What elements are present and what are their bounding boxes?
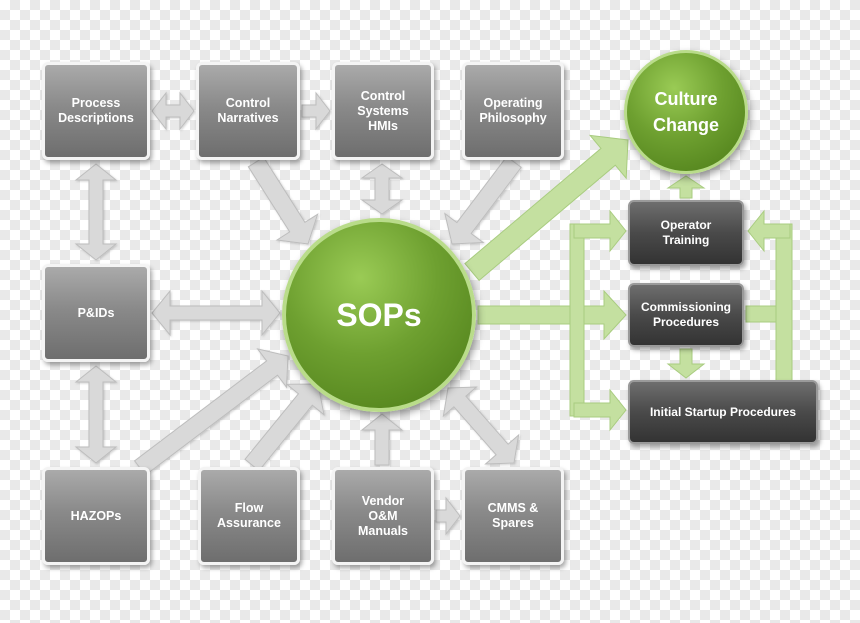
culture-change-circle: Culture Change [624, 50, 748, 174]
bracket-left-vertical [569, 223, 585, 417]
arrow-hazops-to-sops [133, 348, 289, 476]
arrow-bracket-to-startup [573, 388, 627, 432]
arrow-process-pids-bidirectional [74, 163, 118, 261]
control-narratives-box: Control Narratives [196, 62, 300, 160]
arrow-bracket-to-training [573, 209, 627, 253]
sops-hub: SOPs [282, 218, 476, 412]
bracket-right-vertical [775, 223, 793, 383]
arrow-control-narratives-to-hmis [301, 91, 331, 131]
operating-philosophy-box: Operating Philosophy [462, 62, 564, 160]
process-descriptions-box: Process Descriptions [42, 62, 150, 160]
flow-assurance-box: Flow Assurance [198, 467, 300, 565]
arrow-flow-assurance-to-sops [244, 383, 325, 472]
arrow-process-control-bidirectional [151, 91, 195, 131]
arrow-pids-sops-bidirectional [151, 289, 281, 337]
arrow-sops-cmms-bidirectional [442, 386, 520, 465]
commissioning-procedures-box: Commissioning Procedures [628, 283, 744, 347]
operator-training-box: Operator Training [628, 200, 744, 266]
arrow-training-to-culture [666, 175, 706, 199]
arrow-vendor-manuals-to-sops [360, 413, 404, 466]
arrow-bracket-right-to-training [747, 209, 791, 253]
pids-box: P&IDs [42, 264, 150, 362]
cmms-spares-box: CMMS & Spares [462, 467, 564, 565]
hazops-box: HAZOPs [42, 467, 150, 565]
arrow-commissioning-to-startup [666, 348, 706, 379]
arrow-sops-to-culture-change [464, 134, 629, 282]
gray-arrow-group [74, 91, 522, 536]
arrow-control-narratives-to-sops [247, 156, 319, 245]
arrow-vendor-to-cmms [435, 496, 461, 536]
arrow-pids-hazops-bidirectional [74, 365, 118, 464]
control-systems-hmis-box: Control Systems HMIs [332, 62, 434, 160]
green-arrow-group [464, 134, 793, 432]
arrow-sops-to-commissioning [477, 289, 627, 341]
initial-startup-procedures-box: Initial Startup Procedures [628, 380, 818, 444]
bracket-right-horizontal [745, 305, 777, 323]
arrow-operating-philosophy-to-sops [444, 155, 522, 245]
vendor-manuals-box: Vendor O&M Manuals [332, 467, 434, 565]
arrow-hmis-sops-bidirectional [360, 163, 404, 215]
